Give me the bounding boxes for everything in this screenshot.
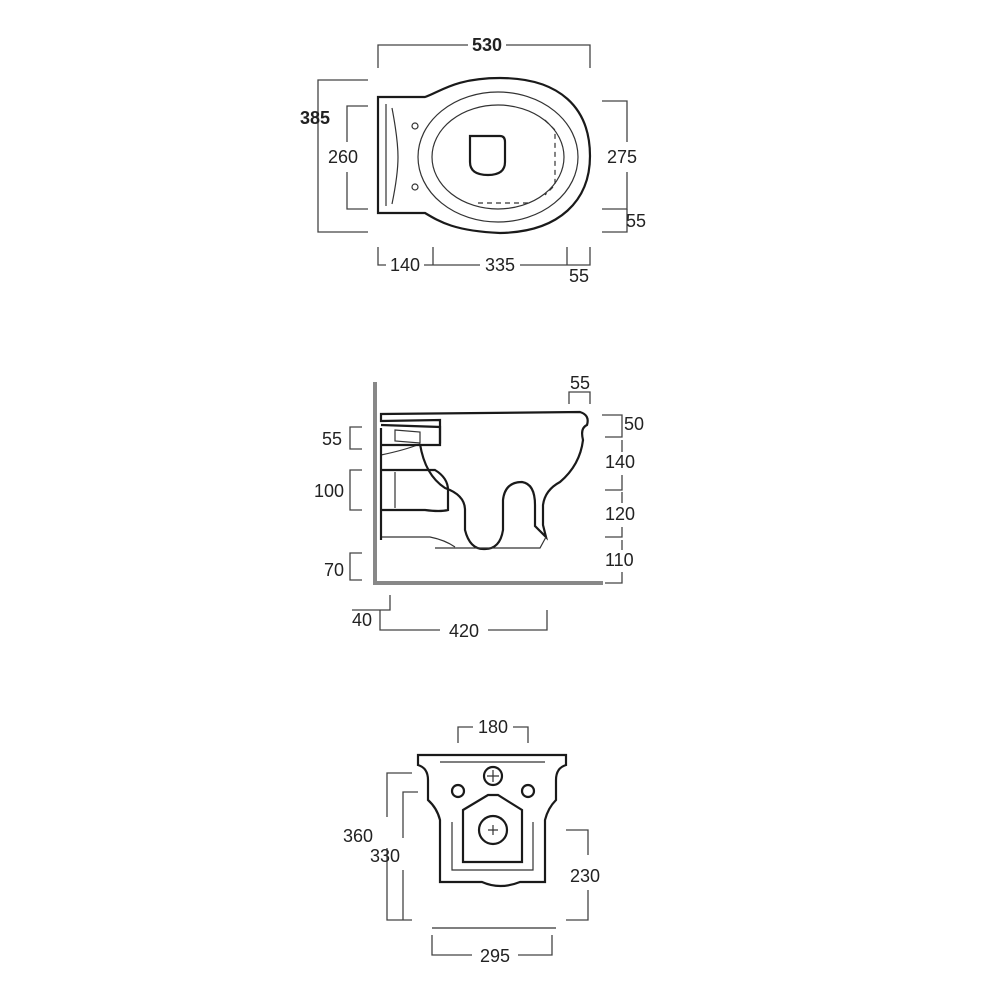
dim-inlet-height: 55 [322,429,342,449]
rim-outer [417,91,579,223]
dim-rim-overhang: 55 [570,373,590,393]
dim-front-overhang: 55 [569,266,589,286]
dim-rim-height: 50 [624,414,644,434]
dim-body-height: 330 [370,846,400,866]
fixing-hole-icon [411,183,419,191]
dim-base-height: 110 [605,550,634,570]
dim-bowl-depth: 275 [607,147,637,167]
rear-view: 180 360 330 230 295 [343,717,600,966]
fixing-hole-right-icon [520,783,536,799]
inlet-icon [482,765,504,787]
dim-lower-depth: 120 [605,504,635,524]
wall-and-floor [373,382,603,585]
rim-inner [431,104,565,210]
dim-overall-depth: 385 [300,108,330,128]
dim-rear-length: 140 [390,255,420,275]
dim-upper-depth: 140 [605,452,635,472]
dim-rim-offset: 55 [626,211,646,231]
dim-floor-clearance: 70 [324,560,344,580]
dim-projection: 420 [449,621,479,641]
fixing-hole-icon [411,122,419,130]
top-view-outline [376,76,592,235]
fixing-hole-left-icon [450,783,466,799]
top-view: 530 385 260 275 55 140 335 55 [300,35,646,286]
flush-opening [468,134,507,177]
dim-inner-depth: 260 [328,147,358,167]
dim-total-height: 360 [343,826,373,846]
rear-view-outline [416,753,568,888]
dim-outlet-height: 230 [570,866,600,886]
dim-fixing-spacing: 180 [478,717,508,737]
side-view-bowl [418,439,585,551]
dim-outlet-height: 100 [314,481,344,501]
inlet-pipe [380,423,442,447]
dim-base-width: 295 [480,946,510,966]
outlet-icon [477,814,509,846]
dim-overall-width: 530 [472,35,502,55]
dim-bowl-length: 335 [485,255,515,275]
side-view: 55 50 140 120 110 55 100 70 40 420 [314,373,644,641]
outlet-spigot [381,468,450,513]
dim-wall-gap: 40 [352,610,372,630]
